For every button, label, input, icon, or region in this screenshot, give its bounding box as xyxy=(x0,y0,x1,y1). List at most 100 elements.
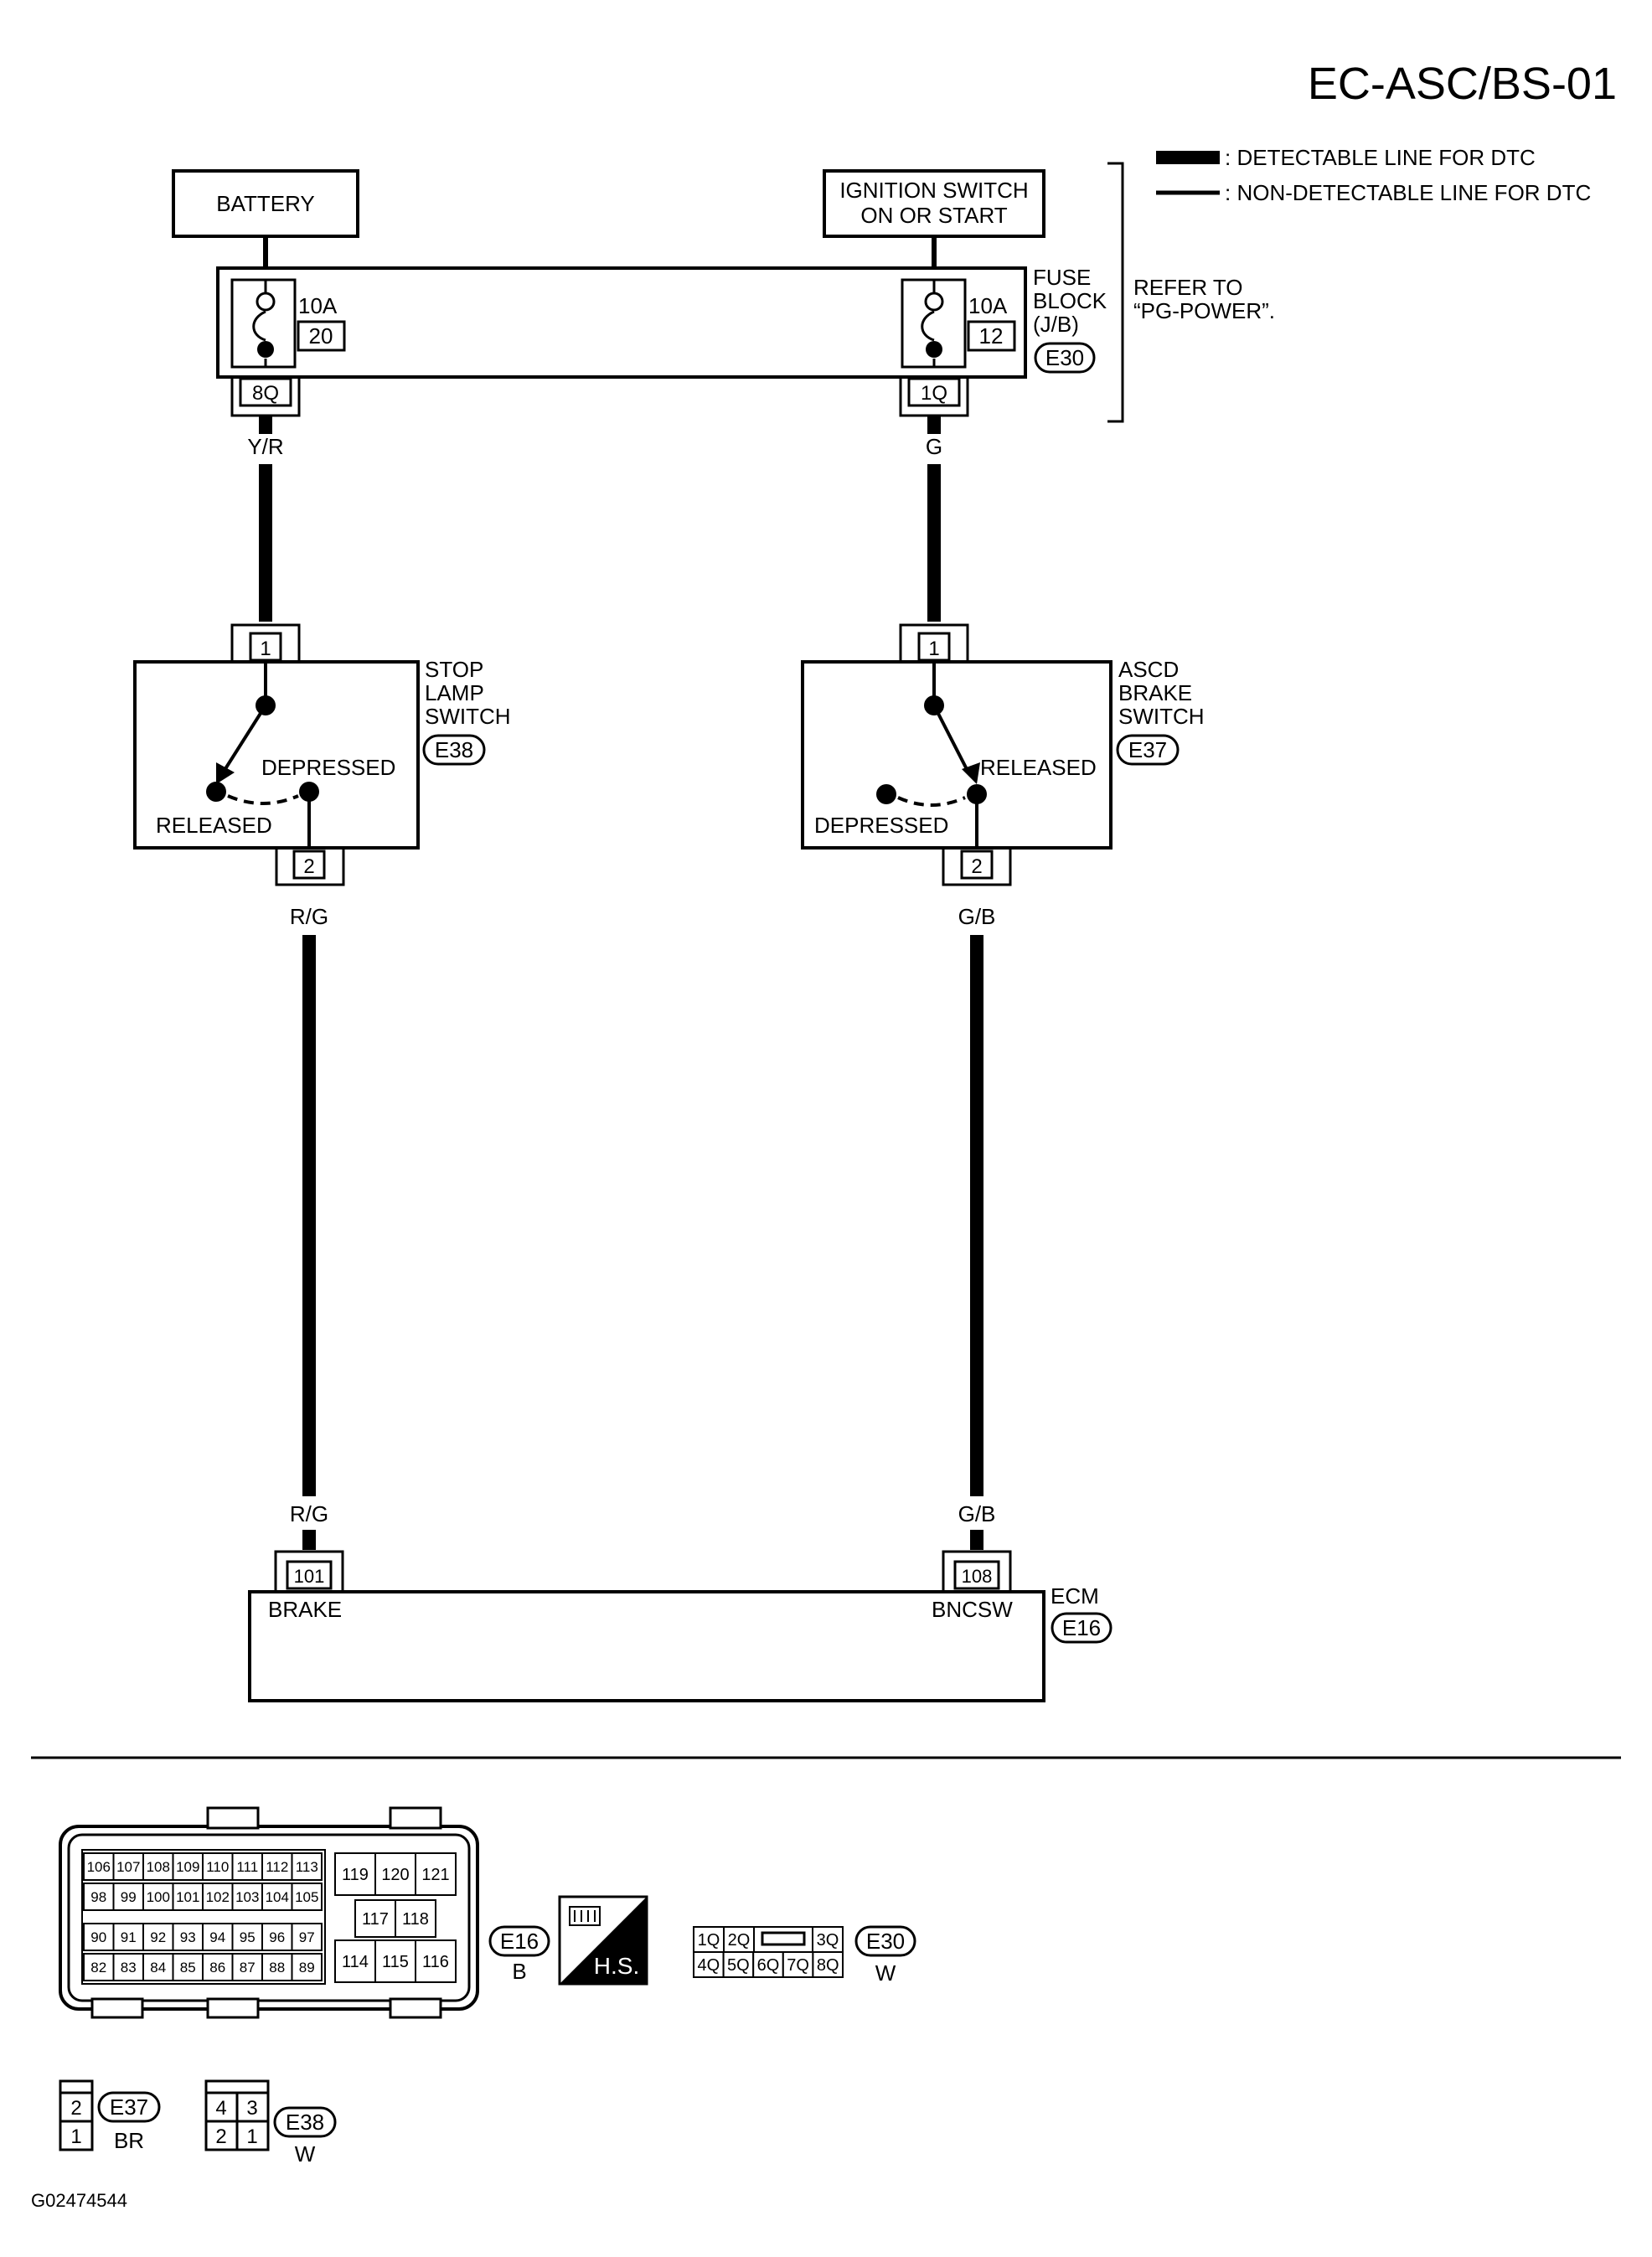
wire-r-g-bottom-label: R/G xyxy=(290,1501,328,1526)
e16-id: E16 xyxy=(500,1929,539,1954)
stop-lamp-connector-badge xyxy=(422,734,486,766)
e16-pin-107-label: 107 xyxy=(116,1859,140,1875)
legend-non-detectable: : NON-DETECTABLE LINE FOR DTC xyxy=(1225,180,1591,205)
e16-pin-113-cell xyxy=(291,1852,323,1881)
e16-badge: E16 B xyxy=(488,1925,550,1984)
stop-lamp-terminal-1: 1 xyxy=(260,638,271,660)
e16-pin-102-cell xyxy=(202,1883,234,1911)
ecm-connector-badge xyxy=(1051,1612,1113,1644)
e16-pin-109-cell xyxy=(172,1852,204,1881)
hs-label: H.S. xyxy=(594,1953,639,1979)
e38-connector-face: 4 3 2 1 E38 W xyxy=(204,2079,337,2167)
e16-pin-114-cell xyxy=(334,1939,376,1983)
e16-pin-84-cell xyxy=(142,1953,174,1981)
e16-pin-101-label: 101 xyxy=(176,1889,199,1905)
e30-pin-7Q-label: 7Q xyxy=(787,1956,809,1975)
wire-g-b-top-label: G/B xyxy=(958,904,996,929)
e16-pin-83-label: 83 xyxy=(121,1960,137,1976)
fuse-block-label-line2: BLOCK xyxy=(1033,288,1107,313)
terminal-8q: 8Q xyxy=(230,377,301,417)
e16-pin-89-cell xyxy=(291,1953,323,1981)
figure-code: G02474544 xyxy=(31,2190,127,2211)
ecm-pin-bncsw: BNCSW xyxy=(932,1597,1013,1622)
e30-pin-6Q-label: 6Q xyxy=(757,1956,780,1975)
ascd-brake-switch: 1 RELEASED DEPRESSED ASCD BRAKE SWITCH E… xyxy=(801,623,1205,886)
e16-pin-89-label: 89 xyxy=(299,1960,315,1976)
refer-bracket: REFER TO “PG-POWER”. xyxy=(1107,162,1275,423)
e16-pin-87-label: 87 xyxy=(240,1960,256,1976)
hs-connector-icon: H.S. xyxy=(558,1895,648,1986)
e16-pin-94-label: 94 xyxy=(209,1929,225,1945)
e16-pin-119-label: 119 xyxy=(342,1866,369,1884)
e16-pin-104-label: 104 xyxy=(266,1889,289,1905)
ascd-state-released: RELEASED xyxy=(980,755,1097,780)
ascd-label-line1: ASCD xyxy=(1118,657,1179,682)
ecm-terminal-108: 108 xyxy=(962,1566,993,1587)
e16-pin-85-label: 85 xyxy=(180,1960,196,1976)
e16-pin-87-cell xyxy=(231,1953,263,1981)
fuse-20-number: 20 xyxy=(309,323,333,349)
e16-pin-94-cell xyxy=(202,1923,234,1951)
battery-label: BATTERY xyxy=(216,191,315,216)
page-title: EC-ASC/BS-01 xyxy=(1308,59,1617,109)
e16-pin-117-cell xyxy=(354,1899,396,1938)
e38-color: W xyxy=(295,2141,316,2167)
stop-lamp-label-line2: LAMP xyxy=(425,680,484,705)
e16-pin-111-label: 111 xyxy=(236,1859,258,1875)
e16-pin-104-cell xyxy=(261,1883,293,1911)
e37-color: BR xyxy=(114,2128,144,2153)
e30-pin-3Q-label: 3Q xyxy=(817,1931,839,1950)
ascd-connector-id: E37 xyxy=(1128,737,1167,762)
e16-pin-110-label: 110 xyxy=(206,1859,229,1875)
stop-lamp-connector-id: E38 xyxy=(435,737,473,762)
stop-lamp-state-released: RELEASED xyxy=(156,813,272,838)
e16-pin-115-label: 115 xyxy=(382,1953,409,1971)
ignition-label-line1: IGNITION SWITCH xyxy=(839,178,1028,203)
e16-pin-112-cell xyxy=(261,1852,293,1881)
ecm-label: ECM xyxy=(1051,1583,1099,1609)
e16-pin-108-label: 108 xyxy=(147,1859,170,1875)
e16-pin-96-label: 96 xyxy=(269,1929,285,1945)
e30-pin-1Q-label: 1Q xyxy=(698,1931,720,1950)
ecm: 101 108 BRAKE BNCSW ECM E16 xyxy=(248,1550,1113,1702)
fuse-block-label-line3: (J/B) xyxy=(1033,312,1079,337)
e16-pin-103-cell xyxy=(231,1883,263,1911)
e16-pin-84-label: 84 xyxy=(150,1960,166,1976)
stop-lamp-state-depressed: DEPRESSED xyxy=(261,755,395,780)
stop-lamp-label-line1: STOP xyxy=(425,657,483,682)
e16-pin-92-label: 92 xyxy=(150,1929,166,1945)
refer-note-line2: “PG-POWER”. xyxy=(1133,298,1275,323)
e16-pin-97-label: 97 xyxy=(299,1929,315,1945)
ascd-connector-badge xyxy=(1116,734,1180,766)
legend: : DETECTABLE LINE FOR DTC : NON-DETECTAB… xyxy=(1156,145,1591,205)
e16-pin-100-label: 100 xyxy=(147,1889,170,1905)
e16-pin-83-cell xyxy=(112,1953,144,1981)
e16-pin-115-cell xyxy=(374,1939,416,1983)
e16-pin-111-cell xyxy=(231,1852,263,1881)
e16-pin-121-label: 121 xyxy=(421,1866,449,1884)
e16-pin-106-label: 106 xyxy=(87,1859,111,1875)
e16-pin-82-cell xyxy=(83,1953,115,1981)
ignition-label-line2: ON OR START xyxy=(860,203,1007,228)
ascd-state-depressed: DEPRESSED xyxy=(814,813,948,838)
e37-connector-face: 2 1 E37 BR xyxy=(59,2079,161,2153)
e16-pin-114-label: 114 xyxy=(342,1953,369,1971)
e37-pin-1: 1 xyxy=(70,2125,81,2148)
e16-pin-99-label: 99 xyxy=(121,1889,137,1905)
ecm-connector-id: E16 xyxy=(1062,1615,1101,1640)
e16-color: B xyxy=(512,1959,526,1984)
e30-pin-2Q-label: 2Q xyxy=(728,1931,751,1950)
fuse-block: FUSE BLOCK (J/B) E30 10A 20 10A 12 xyxy=(216,265,1107,379)
e16-pin-107-cell xyxy=(112,1852,144,1881)
e37-pin-2: 2 xyxy=(70,2097,81,2120)
e16-pin-93-label: 93 xyxy=(180,1929,196,1945)
legend-detectable: : DETECTABLE LINE FOR DTC xyxy=(1225,145,1536,170)
fuse-12: 10A 12 xyxy=(901,278,1016,369)
stop-lamp-terminal-2: 2 xyxy=(303,855,314,878)
e16-pin-93-cell xyxy=(172,1923,204,1951)
e16-pin-120-label: 120 xyxy=(381,1866,409,1884)
wire-r-g-top-label: R/G xyxy=(290,904,328,929)
e37-id: E37 xyxy=(110,2094,148,2120)
